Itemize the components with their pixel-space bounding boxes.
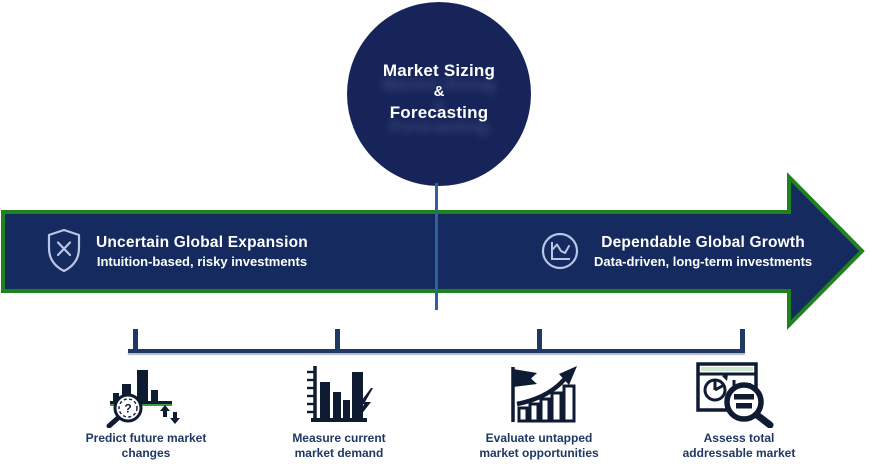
arrow-left-texts: Uncertain Global Expansion Intuition-bas… bbox=[96, 234, 308, 269]
circle-title-ampersand: & bbox=[433, 82, 445, 100]
arrow-left-title: Uncertain Global Expansion bbox=[96, 233, 308, 251]
bracket-tick-2 bbox=[335, 329, 340, 351]
flag-growth-chart-icon bbox=[439, 360, 639, 428]
arrow-left-subtitle: Intuition-based, risky investments bbox=[96, 253, 308, 269]
bracket-bar bbox=[128, 349, 745, 353]
step-measure-current-market-demand: Measure current market demand bbox=[239, 360, 439, 461]
step-assess-total-addressable-market: Assess total addressable market bbox=[639, 360, 839, 461]
arrow-section-dependable: Dependable Global Growth Data-driven, lo… bbox=[540, 218, 812, 284]
step-label-line2: market opportunities bbox=[479, 446, 599, 460]
timeline-arrow bbox=[1, 172, 865, 330]
step-predict-future-market-changes: ? Predict future market changes bbox=[46, 360, 246, 461]
trend-line-circle-icon bbox=[540, 231, 580, 271]
dashboard-magnifier-icon bbox=[639, 360, 839, 428]
step-label-line1: Measure current bbox=[292, 431, 386, 445]
step-label-line1: Assess total bbox=[703, 431, 775, 445]
bar-chart-lightning-icon bbox=[239, 360, 439, 428]
step-label-line2: changes bbox=[121, 446, 171, 460]
arrow-right-title: Dependable Global Growth bbox=[601, 233, 805, 251]
step-label: Evaluate untapped market opportunities bbox=[439, 431, 639, 461]
step-evaluate-untapped-market-opportunities: Evaluate untapped market opportunities bbox=[439, 360, 639, 461]
bracket-tick-3 bbox=[537, 329, 542, 351]
arrow-right-subtitle: Data-driven, long-term investments bbox=[594, 253, 813, 269]
timeline-arrow-shape bbox=[1, 172, 865, 330]
step-label-line1: Evaluate untapped bbox=[485, 431, 593, 445]
circle-title-line2: Forecasting bbox=[389, 102, 489, 122]
circle-title: Market Sizing & Forecasting bbox=[383, 60, 495, 123]
step-label: Predict future market changes bbox=[46, 431, 246, 461]
connector-line bbox=[435, 183, 438, 310]
bracket-tick-1 bbox=[133, 329, 138, 351]
arrow-right-texts: Dependable Global Growth Data-driven, lo… bbox=[594, 234, 812, 269]
step-label: Measure current market demand bbox=[239, 431, 439, 461]
svg-text:?: ? bbox=[124, 402, 131, 416]
bar-chart-magnifier-icon: ? bbox=[46, 360, 246, 428]
circle-title-line1: Market Sizing bbox=[382, 60, 496, 80]
arrow-section-uncertain: Uncertain Global Expansion Intuition-bas… bbox=[46, 218, 308, 284]
step-label-line2: addressable market bbox=[682, 446, 796, 460]
market-sizing-circle: Market Sizing & Forecasting bbox=[347, 2, 531, 186]
bracket-tick-4 bbox=[740, 329, 745, 351]
step-label: Assess total addressable market bbox=[639, 431, 839, 461]
step-label-line2: market demand bbox=[294, 446, 384, 460]
step-label-line1: Predict future market bbox=[85, 431, 207, 445]
shield-x-icon bbox=[46, 228, 82, 274]
